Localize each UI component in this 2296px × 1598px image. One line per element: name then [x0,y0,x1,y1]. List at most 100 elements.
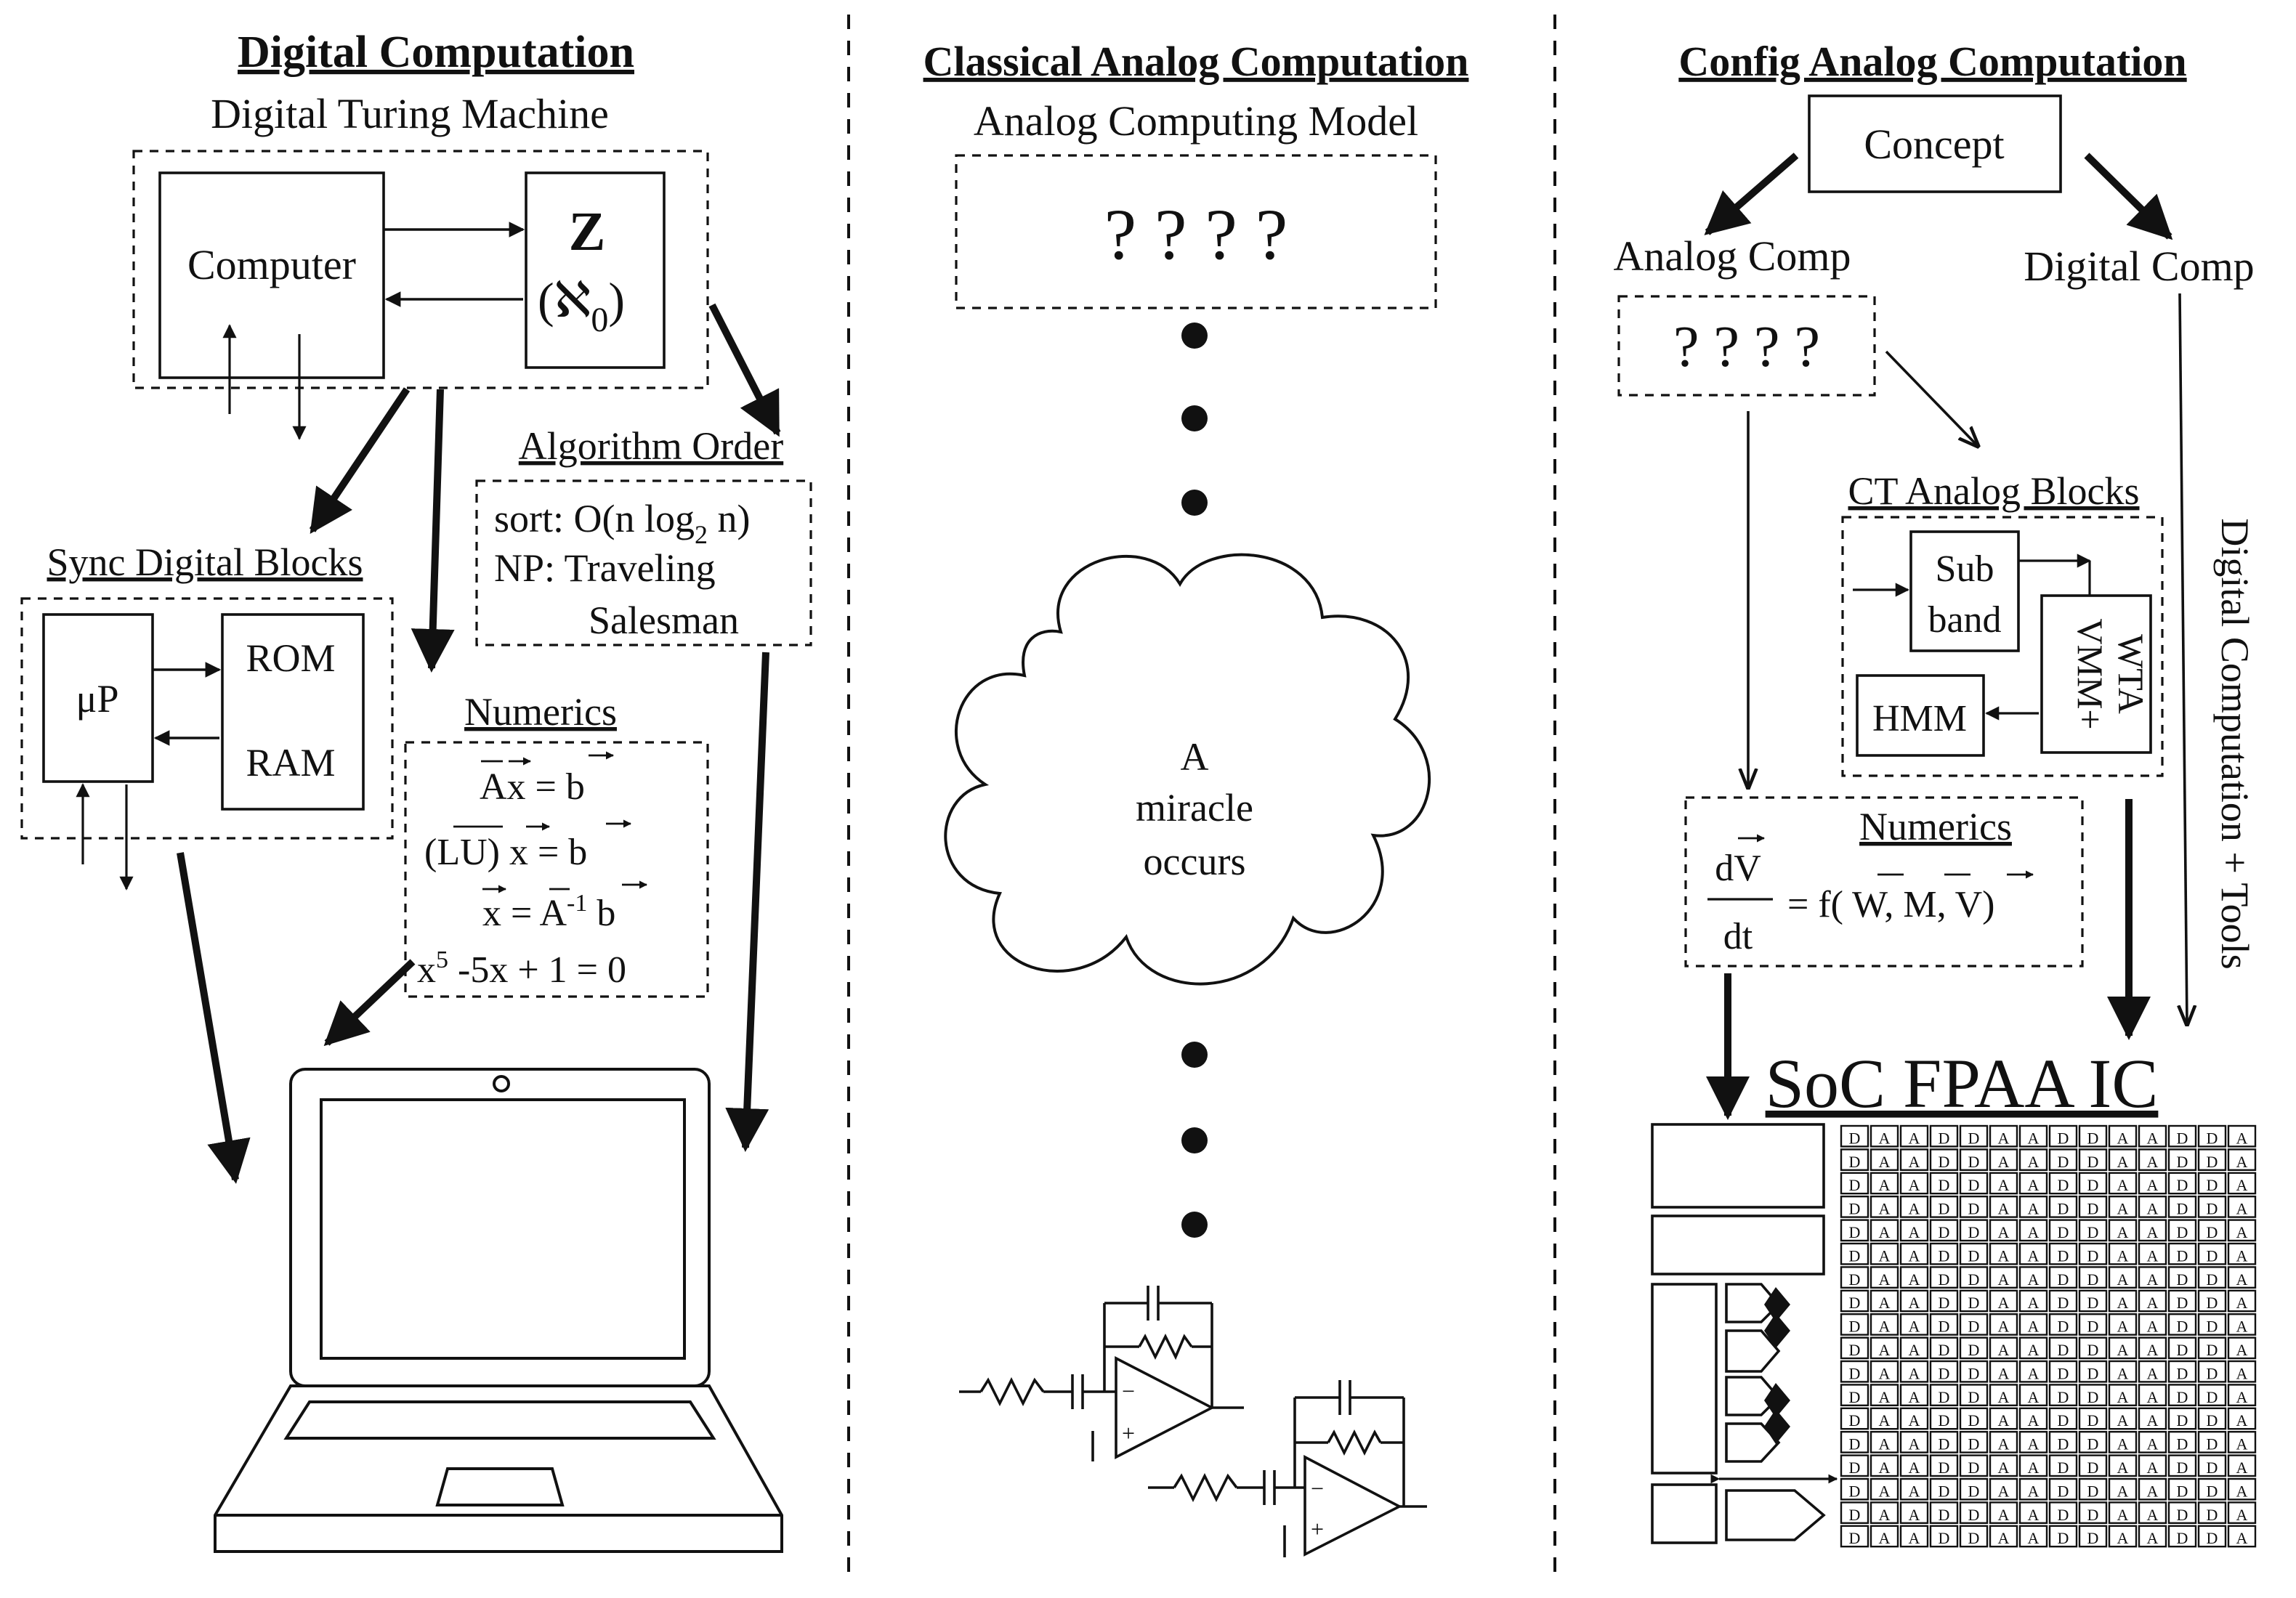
fpaa-cell-label: A [2147,1388,2159,1406]
fpaa-cell-label: A [2236,1364,2248,1382]
fpaa-cell [2138,1289,2167,1313]
fpaa-cell-label: A [1998,1318,2010,1336]
fpaa-cell [1959,1525,1989,1548]
arrow-to-sync [309,387,411,534]
alg-np2: Salesman [589,599,739,642]
fpaa-cell-label: D [1849,1294,1861,1312]
fpaa-cell [1869,1172,1899,1195]
fpaa-cell-label: A [1909,1459,1920,1477]
fpaa-cell-label: D [2177,1223,2188,1241]
analog-unknown-box [1617,295,1876,397]
fpaa-cell [1929,1430,1959,1453]
fpaa-cell-label: D [2177,1129,2188,1147]
fpaa-cell-label: A [2147,1176,2159,1194]
fpaa-cell [2018,1313,2048,1336]
memory-box [221,613,365,811]
fpaa-cell [2048,1501,2078,1524]
func-label: = f( W, M, V) [1787,884,1995,925]
fpaa-cell-label: A [1998,1223,2010,1241]
fpaa-cell [2138,1430,2167,1453]
fpaa-cell [2018,1384,2048,1407]
fpaa-cell [1929,1313,1959,1336]
fpaa-cell-label: D [2087,1388,2099,1406]
fpaa-cell-label: A [2117,1341,2129,1359]
fpaa-cell-label: D [1968,1364,1980,1382]
fpaa-cell-label: D [2087,1318,2099,1336]
fpaa-cell [2227,1148,2257,1172]
fpaa-cell [1989,1407,2018,1430]
fpaa-cell [1869,1124,1899,1148]
fpaa-cell-label: D [2087,1153,2099,1171]
fpaa-cell [1929,1289,1959,1313]
fpaa-cell-label: D [2177,1529,2188,1547]
fpaa-cell [1899,1384,1929,1407]
fpaa-cell-label: A [2117,1176,2129,1194]
fpaa-cell [1899,1219,1929,1242]
fpaa-cell-label: D [1849,1270,1861,1289]
fpaa-cell [2197,1407,2227,1430]
fpaa-cell [1869,1477,1899,1501]
fpaa-cell-label: D [2058,1435,2069,1453]
fpaa-cell-label: D [2087,1176,2099,1194]
fpaa-cell-label: D [1849,1459,1861,1477]
vmm-box [2040,594,2152,754]
fpaa-cell-label: D [2087,1129,2099,1147]
fpaa-cell-label: D [2058,1270,2069,1289]
fpaa-cell [1929,1477,1959,1501]
fpaa-cell [2108,1407,2138,1430]
fpaa-cell-label: D [1849,1176,1861,1194]
fpaa-cell [1869,1360,1899,1383]
fpaa-cell-label: D [2177,1482,2188,1500]
fpaa-cell [2078,1148,2108,1172]
fpaa-cell-label: D [2207,1435,2218,1453]
fpaa-cell-label: A [2117,1246,2129,1265]
fpaa-cell [2227,1525,2257,1548]
fpaa-cell-label: D [1939,1153,1950,1171]
fpaa-cell [2048,1242,2078,1265]
fpaa-cell-label: A [1909,1318,1920,1336]
fpaa-cell-label: A [2117,1318,2129,1336]
fpaa-cell [1989,1454,2018,1477]
fpaa-cell-label: D [1849,1388,1861,1406]
cloud-line-1: A [1181,735,1209,779]
opamp2-minus: − [1311,1475,1324,1501]
fpaa-cell [1869,1337,1899,1360]
fpaa-cell [2167,1289,2197,1313]
fpaa-cell [2108,1266,2138,1289]
dot-4 [1181,1042,1208,1068]
fpaa-cell [2018,1454,2048,1477]
fpaa-cell [1869,1430,1899,1453]
fpaa-cell-label: D [2087,1482,2099,1500]
fpaa-cell [1959,1124,1989,1148]
fpaa-cell [2048,1195,2078,1218]
fpaa-cell-label: A [2028,1435,2040,1453]
fpaa-cell-label: A [2028,1153,2040,1171]
fpaa-cell-label: A [2236,1459,2248,1477]
fpaa-cell [1989,1148,2018,1172]
fpaa-cell [1899,1360,1929,1383]
fpaa-cell [1869,1266,1899,1289]
fpaa-cell [1840,1454,1869,1477]
fpaa-cell [1840,1477,1869,1501]
fpaa-cell [2197,1454,2227,1477]
fpaa-cell-label: A [2028,1129,2040,1147]
fpaa-cell [2138,1525,2167,1548]
fpaa-cell [1989,1337,2018,1360]
fpaa-cell-label: D [1968,1388,1980,1406]
ram-label: RAM [246,741,335,784]
hmm-label: HMM [1872,698,1967,739]
fpaa-cell [1869,1313,1899,1336]
fpaa-cell [2018,1172,2048,1195]
fpaa-cell-label: A [2236,1341,2248,1359]
fpaa-cell-label: A [2028,1246,2040,1265]
fpaa-cell [1959,1313,1989,1336]
fpaa-cell [1899,1313,1929,1336]
fpaa-cell-label: D [2087,1294,2099,1312]
fpaa-cell-label: A [1909,1435,1920,1453]
fpaa-cell-label: D [2207,1153,2218,1171]
fpaa-cell-label: A [2028,1506,2040,1524]
fpaa-cell-label: A [1998,1153,2010,1171]
fpaa-cell-label: D [2058,1318,2069,1336]
alg-np: NP: Traveling [494,546,716,590]
